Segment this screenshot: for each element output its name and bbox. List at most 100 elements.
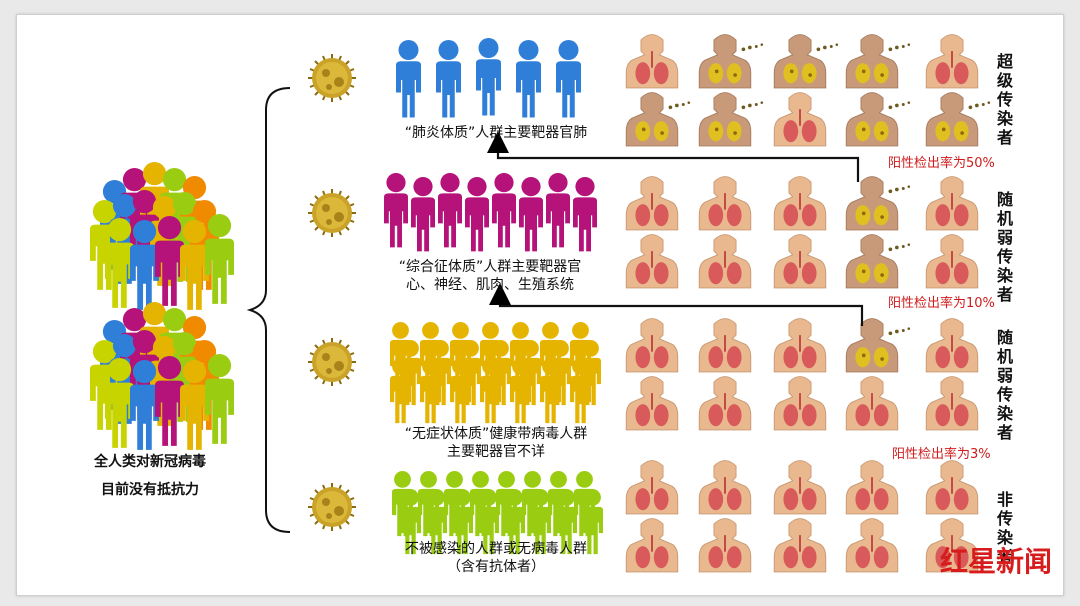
coronavirus-icon (307, 337, 357, 387)
torso-lung-icon (925, 175, 979, 231)
person-icon (510, 358, 531, 424)
person-icon (105, 218, 134, 308)
torso-lung-icon (845, 92, 911, 147)
row-0-type-label: 超级传染者 (996, 52, 1013, 147)
person-icon (205, 214, 234, 304)
torso-lung-icon (773, 34, 839, 89)
person-icon (546, 173, 570, 248)
torso-lung-icon (698, 375, 752, 431)
torso-lung-icon (698, 517, 752, 573)
torso-lung-icon (773, 317, 827, 373)
row-1-type-label: 随机弱传染者 (996, 190, 1013, 304)
caption-line: 不被感染的人群或无病毒人群 (405, 541, 587, 557)
person-icon (480, 358, 501, 424)
torso-lung-icon (625, 175, 679, 231)
torso-lung-icon (625, 459, 679, 515)
torso-lung-icon (773, 517, 827, 573)
person-icon (180, 220, 209, 310)
torso-lung-icon (925, 459, 979, 515)
coronavirus-icon (307, 53, 357, 103)
left-caption-line1: 全人类对新冠病毒 (94, 454, 206, 470)
row-1-crowd (384, 173, 597, 252)
person-icon (384, 173, 408, 248)
torso-lung-icon (845, 176, 911, 231)
row-3-caption: 不被感染的人群或无病毒人群 （含有抗体者） (366, 540, 626, 576)
person-icon (516, 40, 541, 118)
caption-line: （含有抗体者） (447, 559, 545, 575)
torso-lung-icon (698, 317, 752, 373)
person-icon (436, 40, 461, 118)
torso-lung-icon (773, 175, 827, 231)
torso-lung-icon (625, 317, 679, 373)
torso-lung-icon (773, 375, 827, 431)
torso-lung-icon (625, 92, 691, 147)
group-bracket (246, 87, 291, 533)
caption-line: “无症状体质”健康带病毒人群 (404, 426, 588, 442)
torso-lung-icon (845, 459, 899, 515)
person-icon (570, 358, 591, 424)
row-0-positive-rate: 阳性检出率为50% (888, 156, 995, 171)
torso-lung-icon (625, 375, 679, 431)
person-icon (465, 177, 489, 252)
caption-line: “综合征体质”人群主要靶器官 (398, 259, 582, 275)
torso-lung-icon (773, 233, 827, 289)
person-icon (130, 220, 159, 310)
row-0-caption: “肺炎体质”人群主要靶器官肺 (366, 124, 626, 142)
person-icon (492, 173, 516, 248)
coronavirus-icon (307, 482, 357, 532)
torso-lung-icon (845, 234, 911, 289)
torso-lung-icon (925, 92, 991, 147)
coronavirus-icon (307, 188, 357, 238)
torso-lung-icon (845, 318, 911, 373)
torso-lung-icon (698, 233, 752, 289)
spread-arrow-to-row-2 (489, 283, 864, 326)
person-icon (180, 360, 209, 450)
brand-logo: 红星新闻 (940, 545, 1053, 578)
torso-lung-icon (845, 34, 911, 89)
row-2-type-label: 随机弱传染者 (996, 328, 1013, 442)
torso-lung-icon (845, 517, 899, 573)
person-icon (540, 358, 561, 424)
person-icon (450, 358, 471, 424)
spread-arrow-to-row-1 (487, 131, 860, 182)
torso-lung-icon (625, 233, 679, 289)
torso-lung-icon (925, 233, 979, 289)
caption-line: “肺炎体质”人群主要靶器官肺 (404, 125, 588, 141)
person-icon (155, 356, 184, 446)
row-3-type-label: 非传染者 (996, 490, 1013, 566)
person-icon (396, 40, 421, 118)
row-2-caption: “无症状体质”健康带病毒人群主要靶器官不详 (366, 425, 626, 461)
torso-lung-icon (773, 91, 827, 147)
row-1-caption: “综合征体质”人群主要靶器官心、神经、肌肉、生殖系统 (360, 258, 620, 294)
row-2-crowd (390, 322, 601, 424)
torso-lung-icon (698, 92, 764, 147)
torso-lung-icon (845, 375, 899, 431)
torso-lung-icon (925, 375, 979, 431)
torso-lung-icon (698, 175, 752, 231)
person-icon (573, 177, 597, 252)
person-icon (411, 177, 435, 252)
caption-line: 主要靶器官不详 (447, 444, 545, 460)
left-caption-line2: 目前没有抵抗力 (101, 482, 199, 498)
person-icon (390, 358, 411, 424)
person-icon (155, 216, 184, 306)
person-icon (420, 358, 441, 424)
person-icon (205, 354, 234, 444)
torso-lung-icon (698, 459, 752, 515)
row-1-positive-rate: 阳性检出率为10% (888, 296, 995, 311)
torso-lung-icon (625, 33, 679, 89)
person-icon (130, 360, 159, 450)
person-icon (476, 38, 501, 116)
person-icon (556, 40, 581, 118)
caption-line: 心、神经、肌肉、生殖系统 (406, 277, 574, 293)
row-0-crowd (396, 38, 581, 118)
torso-lung-icon (625, 517, 679, 573)
torso-lung-icon (925, 317, 979, 373)
torso-lung-icon (698, 34, 764, 89)
torso-lung-icon (773, 459, 827, 515)
left-caption: 全人类对新冠病毒 目前没有抵抗力 (60, 448, 240, 504)
row-2-positive-rate: 阳性检出率为3% (892, 447, 991, 462)
person-icon (519, 177, 543, 252)
